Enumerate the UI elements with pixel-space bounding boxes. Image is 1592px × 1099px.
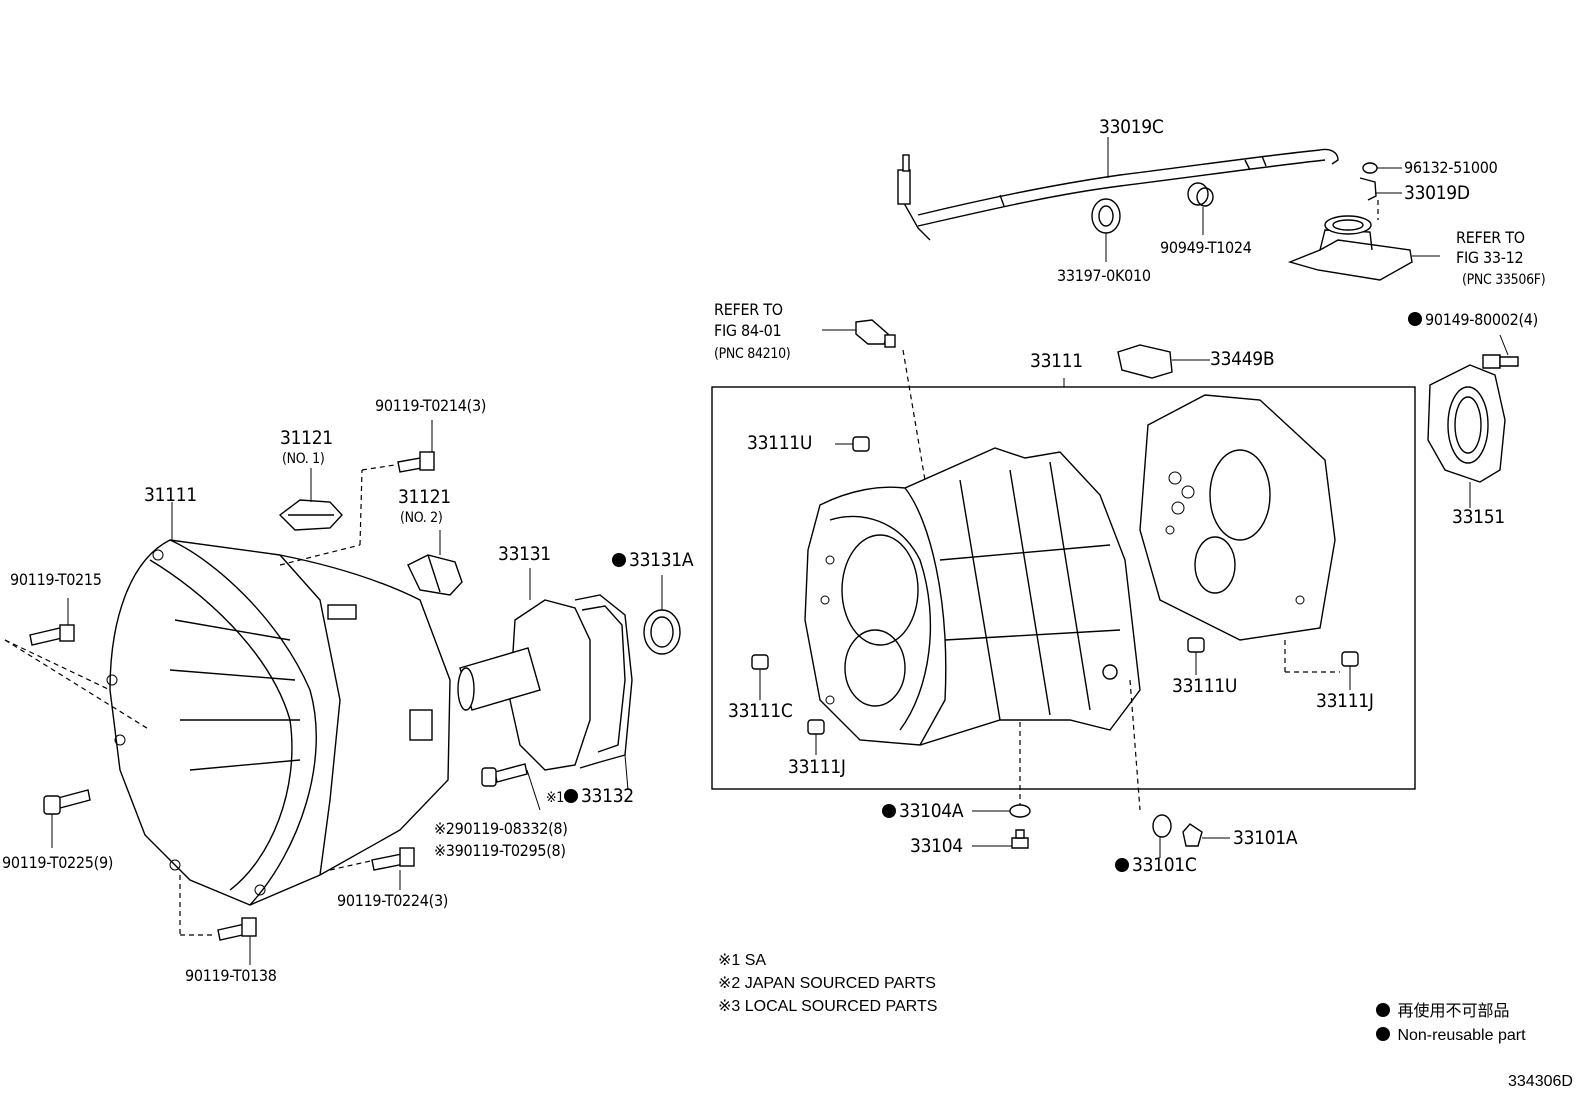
pins (751, 436, 1359, 755)
label-33019d: 33019D (1404, 182, 1470, 204)
label-90119-t0214: 90119-T0214(3) (375, 396, 487, 415)
non-reusable-dot (1408, 312, 1422, 326)
footnote-3: ※3 LOCAL SOURCED PARTS (718, 998, 938, 1015)
label-33101a: 33101A (1233, 827, 1298, 849)
label-90149-80002: 90149-80002(4) (1408, 312, 1538, 328)
label-33104: 33104 (910, 835, 963, 857)
label-33131a: 33131A (612, 551, 694, 570)
rear-retainer (1427, 334, 1519, 508)
label-33131: 33131 (498, 543, 551, 565)
refer-fig-33-12-pnc: (PNC 33506F) (1462, 272, 1546, 288)
label-90119-t0225: 90119-T0225(9) (2, 853, 114, 872)
figure-id: 334306D (1508, 1073, 1573, 1090)
label-90119-t0215: 90119-T0215 (10, 570, 102, 589)
label-90119-08332: ※290119-08332(8) (434, 819, 568, 838)
label-33111u-top: 33111U (747, 432, 813, 454)
footnote-1: ※1 SA (718, 952, 767, 969)
label-33101c: 33101C (1115, 856, 1197, 875)
speed-sensor (822, 319, 926, 481)
label-33111j-left: 33111J (788, 756, 846, 778)
housing-covers (278, 468, 463, 596)
footnote-2: ※2 JAPAN SOURCED PARTS (718, 975, 936, 992)
non-reusable-dot (612, 553, 626, 567)
label-90119-t0224: 90119-T0224(3) (337, 891, 449, 910)
front-retainer (457, 568, 681, 791)
label-33197-0k010: 33197-0K010 (1057, 266, 1151, 285)
label-31121-no2-sub: (NO. 2) (400, 510, 443, 526)
guide-lines (4, 464, 396, 936)
label-31121-no1: 31121 (280, 427, 333, 449)
intermediate-plate (1139, 394, 1336, 641)
breather-hose-assembly (897, 137, 1402, 262)
non-reusable-dot (563, 789, 578, 803)
label-90949-t1024: 90949-T1024 (1160, 238, 1252, 257)
clutch-housing (106, 502, 451, 906)
non-reusable-dot (1115, 858, 1129, 872)
refer-fig-84-01-fig: FIG 84-01 (714, 321, 782, 340)
label-33151: 33151 (1452, 506, 1505, 528)
refer-fig-84-01-pnc: (PNC 84210) (714, 346, 791, 362)
plugs (972, 804, 1230, 858)
legend-en: Non-reusable part (1376, 1027, 1526, 1044)
label-33104a: 33104A (882, 802, 964, 821)
label-33111u-right: 33111U (1172, 675, 1238, 697)
label-96132-51000: 96132-51000 (1404, 158, 1498, 177)
legend-jp: 再使用不可部品 (1376, 1003, 1509, 1020)
label-31121-no1-sub: (NO. 1) (282, 451, 325, 467)
label-90119-t0138: 90119-T0138 (185, 966, 277, 985)
legend-dot-icon (1376, 1003, 1390, 1017)
label-31111: 31111 (144, 484, 197, 506)
part-33449b (1117, 344, 1210, 379)
label-33111j-right: 33111J (1316, 690, 1374, 712)
refer-fig-33-12-fig: FIG 33-12 (1456, 248, 1524, 267)
label-33111c: 33111C (728, 700, 793, 722)
refer-fig-84-01: REFER TO (714, 300, 783, 319)
label-90119-t0295: ※390119-T0295(8) (434, 841, 566, 860)
label-31121-no2: 31121 (398, 486, 451, 508)
non-reusable-dot (882, 804, 896, 818)
label-33449b: 33449B (1210, 348, 1275, 370)
refer-fig-33-12: REFER TO (1456, 228, 1525, 247)
legend-dot-icon (1376, 1027, 1390, 1041)
label-33111: 33111 (1030, 350, 1083, 372)
label-33019c: 33019C (1099, 116, 1164, 138)
bolts (29, 420, 541, 965)
shift-retainer (1287, 215, 1440, 281)
transmission-case (804, 447, 1141, 811)
